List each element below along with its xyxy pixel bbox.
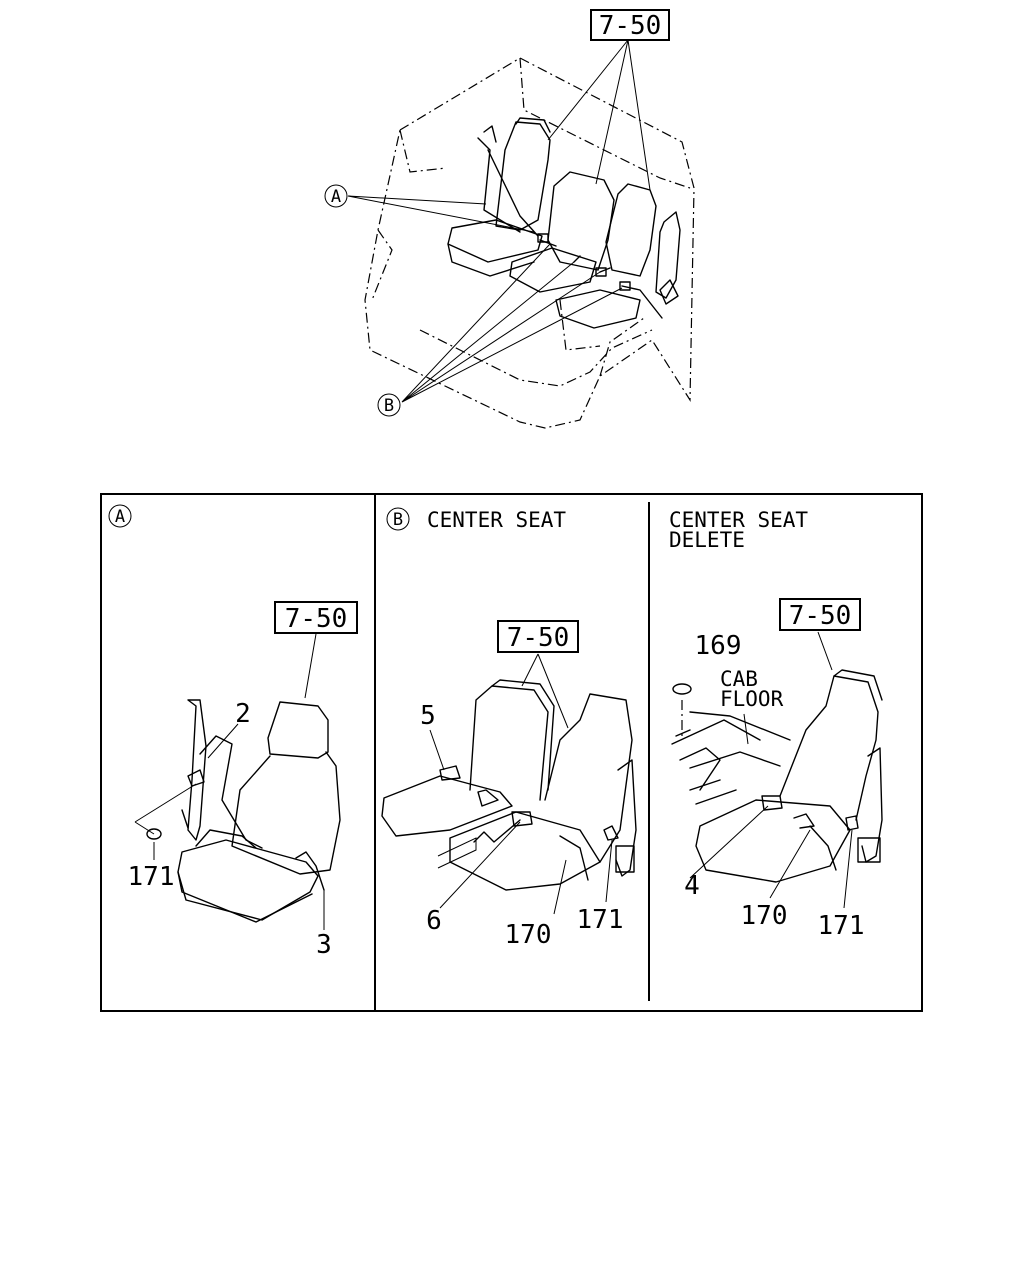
cab-overview-illustration xyxy=(347,39,695,429)
svg-text:A: A xyxy=(115,507,125,527)
svg-text:B: B xyxy=(384,396,394,416)
detail-frame xyxy=(100,493,923,1012)
callout-b-panel: B xyxy=(386,507,410,531)
ref-label-c: 7-50 xyxy=(789,601,852,631)
seat-illustration-a xyxy=(134,699,341,923)
part-label-169: 169 xyxy=(695,631,742,661)
part-label-171-b: 171 xyxy=(577,905,624,935)
ref-label-b: 7-50 xyxy=(507,623,570,653)
part-label-3: 3 xyxy=(316,930,332,960)
part-label-2: 2 xyxy=(235,699,251,729)
cab-floor-line1: CAB xyxy=(720,667,758,691)
part-label-171-a: 171 xyxy=(128,862,175,892)
panel-c-title-line2: DELETE xyxy=(669,528,745,552)
callout-b-top: B xyxy=(377,393,401,417)
part-label-171-c: 171 xyxy=(818,911,865,941)
callout-a-panel: A xyxy=(108,504,132,528)
cab-floor-line2: FLOOR xyxy=(720,687,784,711)
part-label-170-b: 170 xyxy=(505,920,552,950)
svg-text:A: A xyxy=(331,187,341,207)
ref-label-a: 7-50 xyxy=(285,604,348,634)
ref-label-top: 7-50 xyxy=(599,11,662,41)
part-label-5: 5 xyxy=(420,701,436,731)
callout-a-top: A xyxy=(324,184,348,208)
seat-illustration-b xyxy=(381,679,637,891)
svg-text:B: B xyxy=(393,510,403,530)
panel-b-title: CENTER SEAT xyxy=(427,508,566,532)
ref-box-c xyxy=(779,598,861,631)
part-label-170-c: 170 xyxy=(741,901,788,931)
panel-c: CENTER SEAT DELETE 7-50 169 CAB FLOOR 4 … xyxy=(669,508,883,941)
part-label-6: 6 xyxy=(426,906,442,936)
ref-box-b xyxy=(497,620,579,653)
panel-b: B CENTER SEAT 7-50 5 6 170 171 xyxy=(381,507,637,950)
ref-box-a xyxy=(274,601,358,634)
panel-a: A 7-50 2 3 171 xyxy=(108,504,358,960)
part-label-4: 4 xyxy=(684,871,700,901)
panel-c-title-line1: CENTER SEAT xyxy=(669,508,808,532)
top-reference-box: 7-50 xyxy=(590,9,670,41)
seat-illustration-c xyxy=(671,669,883,883)
